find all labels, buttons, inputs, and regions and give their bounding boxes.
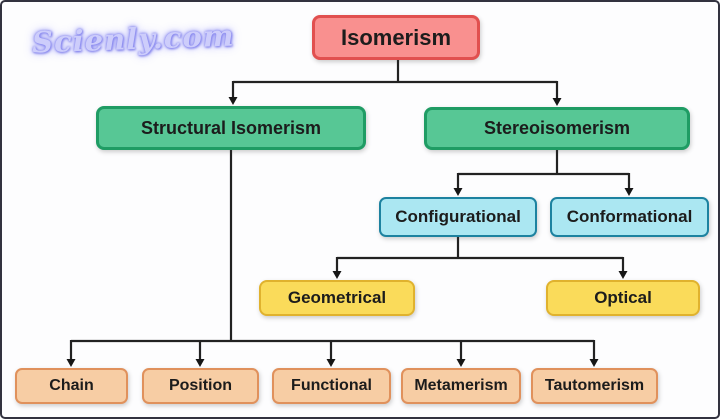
node-tautomerism: Tautomerism (531, 368, 658, 404)
node-structural-isomerism: Structural Isomerism (96, 106, 366, 150)
edge-configurational-to-children (332, 237, 628, 279)
node-geometrical: Geometrical (259, 280, 415, 316)
node-functional: Functional (272, 368, 391, 404)
node-chain: Chain (15, 368, 128, 404)
node-conformational: Conformational (550, 197, 709, 237)
edge-stereo-to-children (453, 150, 634, 196)
edge-structural-to-children (66, 150, 599, 367)
node-stereoisomerism: Stereoisomerism (424, 107, 690, 150)
node-isomerism: Isomerism (312, 15, 480, 60)
edge-root-to-branches (228, 60, 562, 106)
node-optical: Optical (546, 280, 700, 316)
node-metamerism: Metamerism (401, 368, 521, 404)
node-position: Position (142, 368, 259, 404)
node-configurational: Configurational (379, 197, 537, 237)
